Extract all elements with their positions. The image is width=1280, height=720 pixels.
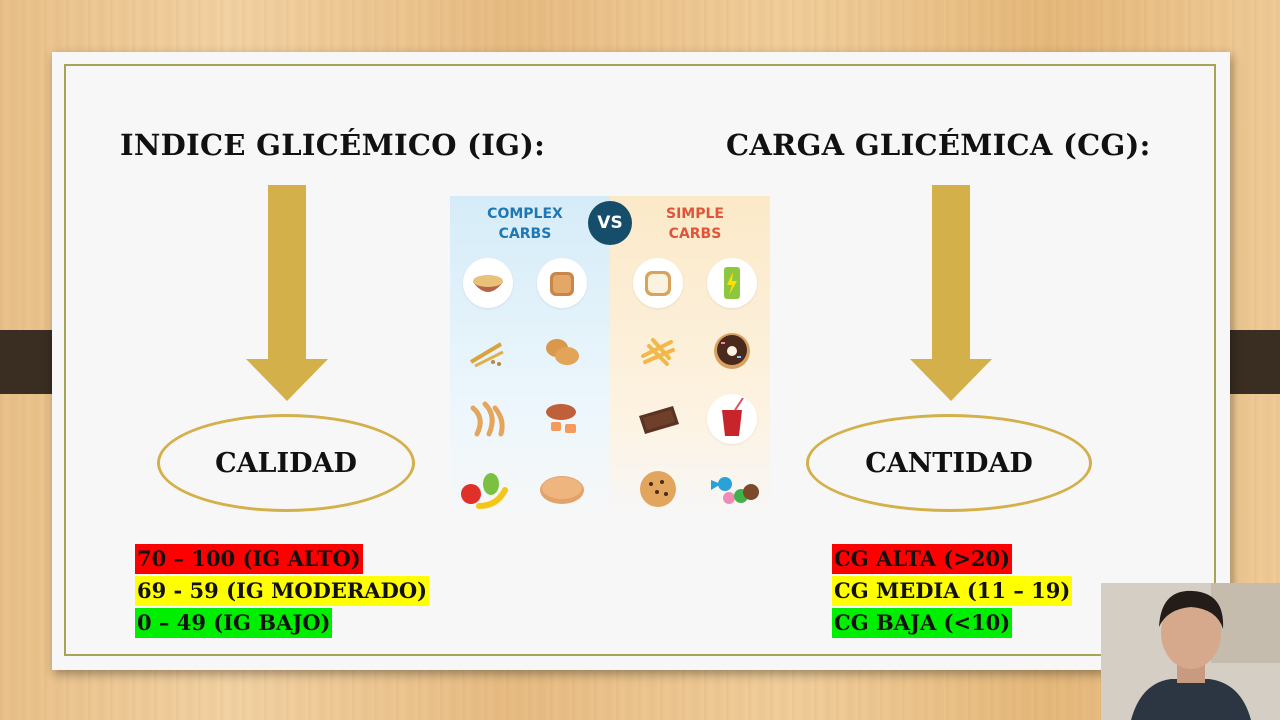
cg-range-high: CG ALTA (>20) (832, 544, 1013, 574)
pasta-icon (463, 394, 513, 444)
down-arrow-right (910, 185, 992, 401)
complex-carbs-title: COMPLEX CARBS (487, 206, 563, 242)
down-arrow-left (246, 185, 328, 401)
cg-heading: CARGA GLICÉMICA (CG): (726, 128, 1151, 162)
soda-cup-icon (707, 394, 757, 444)
cg-range-medium: CG MEDIA (11 – 19) (832, 576, 1073, 606)
energy-drink-icon (707, 258, 757, 308)
presenter-video (1101, 583, 1280, 720)
webcam-overlay (1101, 583, 1280, 720)
vs-badge: VS (588, 201, 632, 245)
complex-panel (450, 196, 610, 514)
fruits-icon (457, 462, 508, 512)
donut-icon (707, 326, 757, 376)
fries-icon (633, 326, 683, 376)
white-bread-icon (633, 258, 683, 308)
whole-bread-icon (537, 258, 587, 308)
ig-range-list: 70 – 100 (IG ALTO) 69 - 59 (IG MODERADO)… (135, 544, 430, 640)
cantidad-label: CANTIDAD (865, 447, 1033, 479)
cg-range-low: CG BAJA (<10) (832, 608, 1013, 638)
sweet-potato-icon (537, 394, 587, 444)
potatoes-icon (537, 326, 587, 376)
candy-icon (707, 462, 759, 512)
slide-frame (64, 64, 1216, 656)
chocolate-icon (633, 394, 683, 444)
ig-heading: INDICE GLICÉMICO (IG): (120, 128, 546, 162)
calidad-label: CALIDAD (215, 447, 357, 479)
cg-range-list: CG ALTA (>20) CG MEDIA (11 – 19) CG BAJA… (832, 544, 1073, 640)
cantidad-oval: CANTIDAD (806, 414, 1092, 512)
wheat-grain-icon (463, 326, 513, 376)
ig-range-low: 0 – 49 (IG BAJO) (135, 608, 333, 638)
flatbread-icon (537, 462, 587, 512)
slide: INDICE GLICÉMICO (IG): CARGA GLICÉMICA (… (52, 52, 1230, 670)
ig-range-moderate: 69 - 59 (IG MODERADO) (135, 576, 430, 606)
oatmeal-bowl-icon (463, 258, 513, 308)
ig-range-high: 70 – 100 (IG ALTO) (135, 544, 363, 574)
calidad-oval: CALIDAD (157, 414, 415, 512)
cookie-icon (633, 462, 683, 512)
carbs-infographic: COMPLEX CARBS VS SIMPLE CARBS (450, 196, 770, 514)
simple-carbs-title: SIMPLE CARBS (666, 206, 724, 242)
